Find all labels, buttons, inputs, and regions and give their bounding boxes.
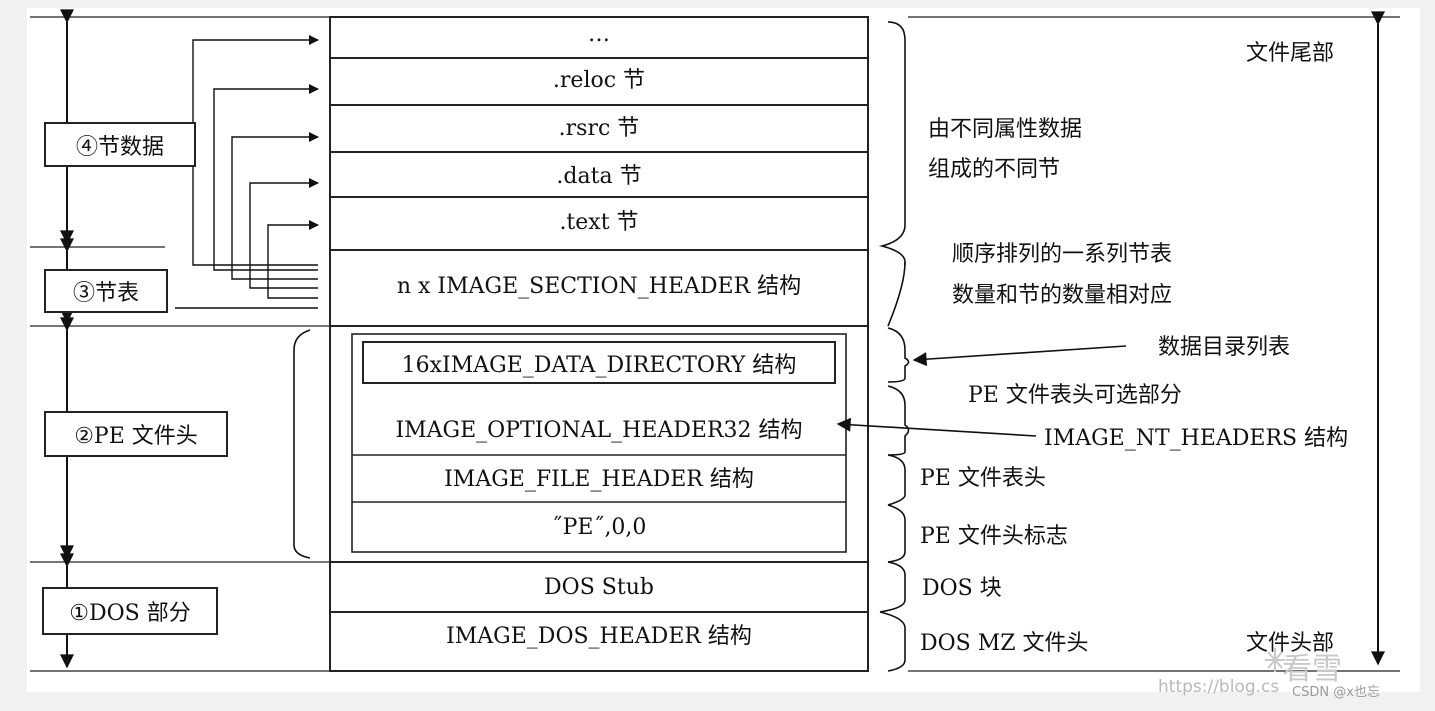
note-sections-2: 组成的不同节 [928,157,1061,182]
arrow-nt-headers [836,417,1037,437]
dos-header-label: IMAGE_DOS_HEADER 结构 [446,624,752,649]
label-section-table-text: ③节表 [72,281,139,306]
label-section-data: ④节数据 [44,122,196,167]
arrow-data-directory-list [912,345,1127,367]
watermark-credit: CSDN @x也忘 [1292,685,1380,700]
watermark-url: https://blog.cs [1158,677,1280,697]
note-dos-header: DOS MZ 文件头 [920,631,1089,656]
nt-headers-box [351,333,847,553]
brace-sections [878,21,906,265]
label-pe-header: ②PE 文件头 [44,411,228,457]
dos-stub-label: DOS Stub [544,575,654,600]
brace-optional-header [887,327,910,383]
section-stack-outline [329,16,869,672]
section-text: .text 节 [559,210,639,235]
brace-section-table [887,261,906,327]
section-rsrc: .rsrc 节 [558,116,640,141]
note-data-directory-list: 数据目录列表 [1158,335,1291,360]
note-sections-1: 由不同属性数据 [928,117,1083,142]
note-table-2: 数量和节的数量相对应 [952,283,1173,308]
brace-file-header [887,454,906,506]
pointer-to-data [249,178,319,289]
file-header-label: IMAGE_FILE_HEADER 结构 [444,467,754,492]
brace-signature [887,504,906,563]
section-data: .data 节 [556,164,642,189]
note-optional-header: PE 文件表头可选部分 [968,383,1182,408]
pointer-to-dots [192,35,319,266]
note-file-end: 文件尾部 [1246,41,1335,66]
note-file-start: 文件头部 [1246,631,1335,656]
note-file-header: PE 文件表头 [920,466,1046,491]
pointer-to-text [267,220,319,299]
section-reloc: .reloc 节 [552,68,646,93]
section-dots: … [588,22,610,47]
section-header-table: n x IMAGE_SECTION_HEADER 结构 [396,274,802,299]
data-directory-box: 16xIMAGE_DATA_DIRECTORY 结构 [362,341,836,384]
note-signature: PE 文件头标志 [920,524,1068,549]
watermark-logo-icon [1265,648,1285,672]
label-section-table: ③节表 [44,269,168,313]
label-section-data-text: ④节数据 [75,134,164,160]
pe-signature-label: ˝PE˝,0,0 [551,515,647,540]
brace-nt-right [887,385,910,456]
label-dos-part: ①DOS 部分 [42,587,218,635]
note-nt-headers: IMAGE_NT_HEADERS 结构 [1044,426,1349,451]
label-pe-header-text: ②PE 文件头 [74,424,198,449]
brace-dos-stub [879,561,906,613]
optional-header-label: IMAGE_OPTIONAL_HEADER32 结构 [395,418,803,443]
note-table-1: 顺序排列的一系列节表 [952,242,1173,267]
brace-nt-left [293,329,311,559]
watermark-logo-text: 看雪 [1282,652,1342,687]
brace-dos-header [879,611,906,672]
label-dos-part-text: ①DOS 部分 [69,601,191,626]
pointer-to-reloc [213,84,319,271]
note-dos-stub: DOS 块 [922,576,1002,601]
pointer-to-rsrc [231,132,319,280]
data-directory-label: 16xIMAGE_DATA_DIRECTORY 结构 [401,352,797,378]
